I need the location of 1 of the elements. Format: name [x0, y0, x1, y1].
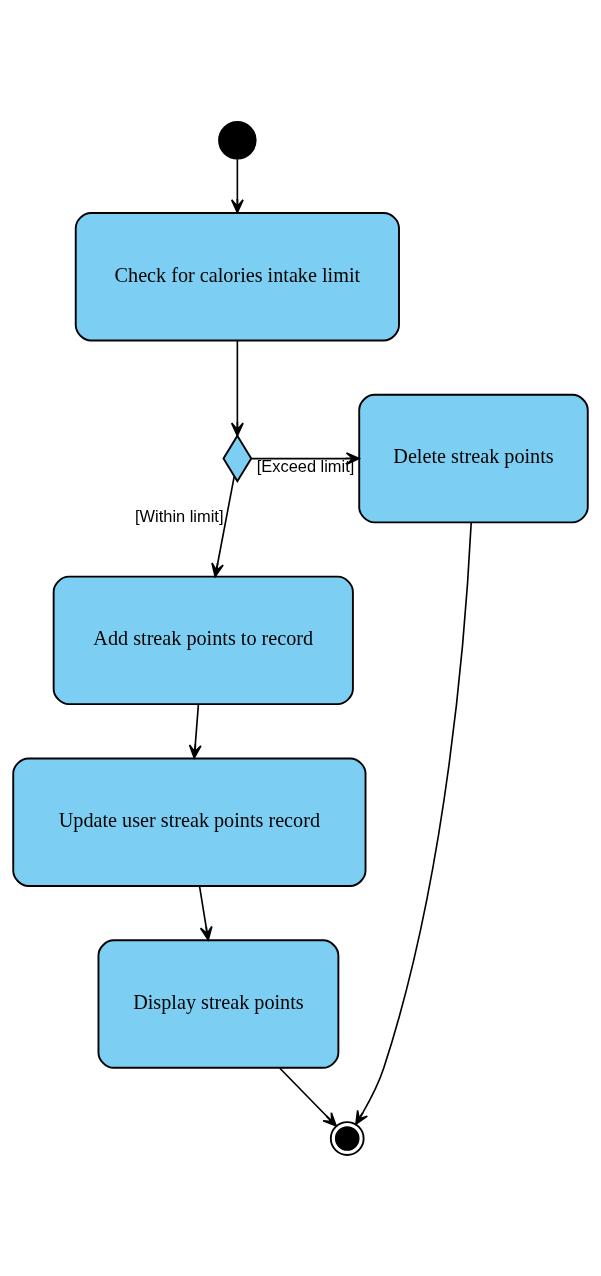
- edge-label: [Within limit]: [135, 506, 224, 525]
